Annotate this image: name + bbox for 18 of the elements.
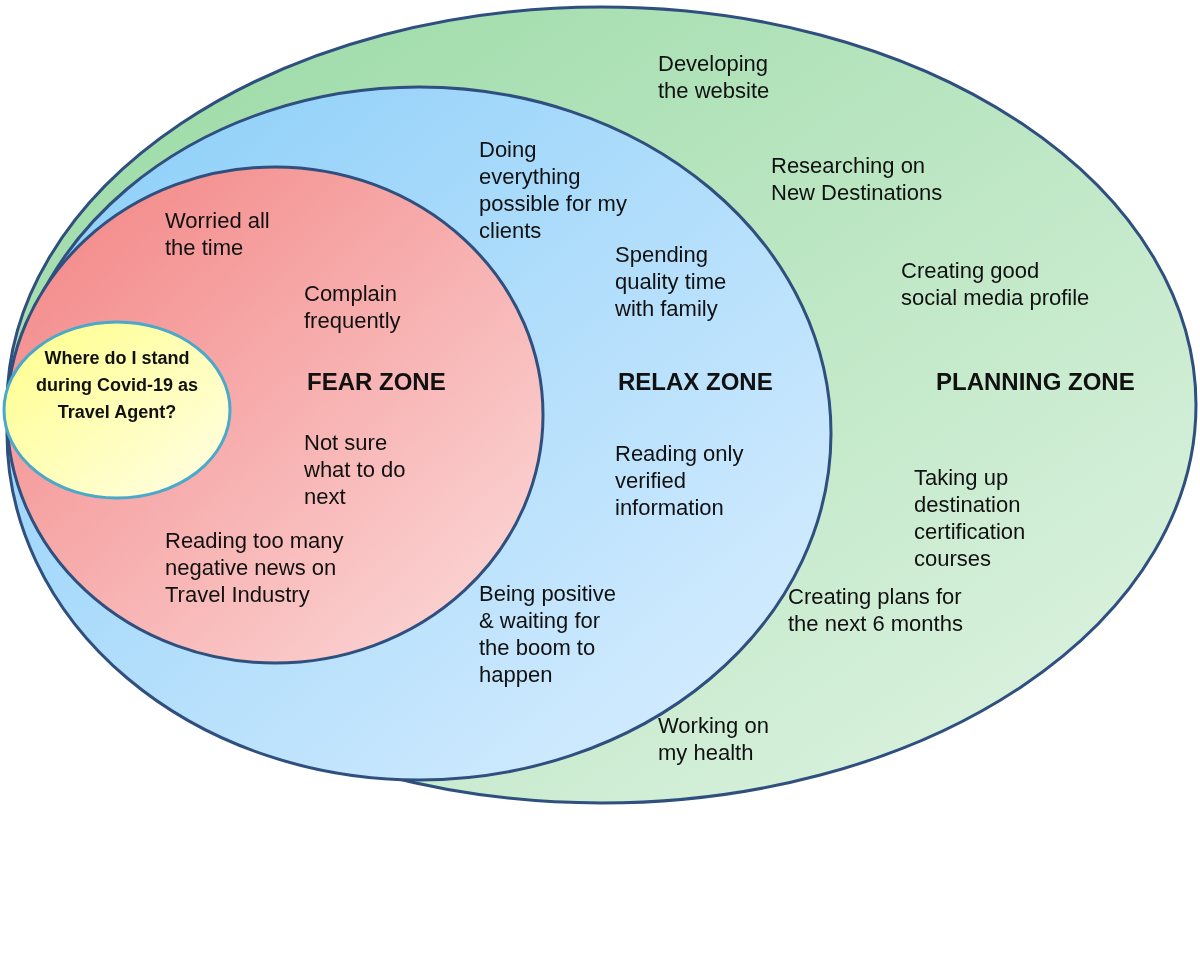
zone-item-text: Reading only verified information: [615, 440, 745, 521]
zone-item-text: Creating good social media profile: [901, 257, 1091, 311]
question-text: Where do I stand during Covid-19 as Travel Agent?: [35, 347, 199, 424]
zone-title: PLANNING ZONE: [936, 368, 1135, 395]
zone-item-text: Spending quality time with family: [615, 241, 728, 322]
zone-item-text: Researching on New Destinations: [771, 152, 944, 206]
zone-title: FEAR ZONE: [307, 368, 446, 395]
zone-item-text: Creating plans for the next 6 months: [788, 583, 964, 637]
zone-item-text: Reading too many negative news on Travel Industry: [165, 527, 345, 608]
zone-title: RELAX ZONE: [618, 368, 773, 395]
zone-item-text: Being positive & waiting for the boom to happen: [479, 580, 617, 688]
zone-item-text: Complain frequently: [304, 280, 402, 334]
zone-item-text: Developing the website: [658, 50, 771, 104]
zone-item-text: Not sure what to do next: [304, 429, 407, 510]
zone-item-text: Taking up destination certification courses: [914, 464, 1027, 572]
zone-item-text: Worried all the time: [165, 207, 271, 261]
zone-item-text: Doing everything possible for my clients: [479, 136, 628, 244]
zone-item-text: Working on my health: [658, 712, 770, 766]
